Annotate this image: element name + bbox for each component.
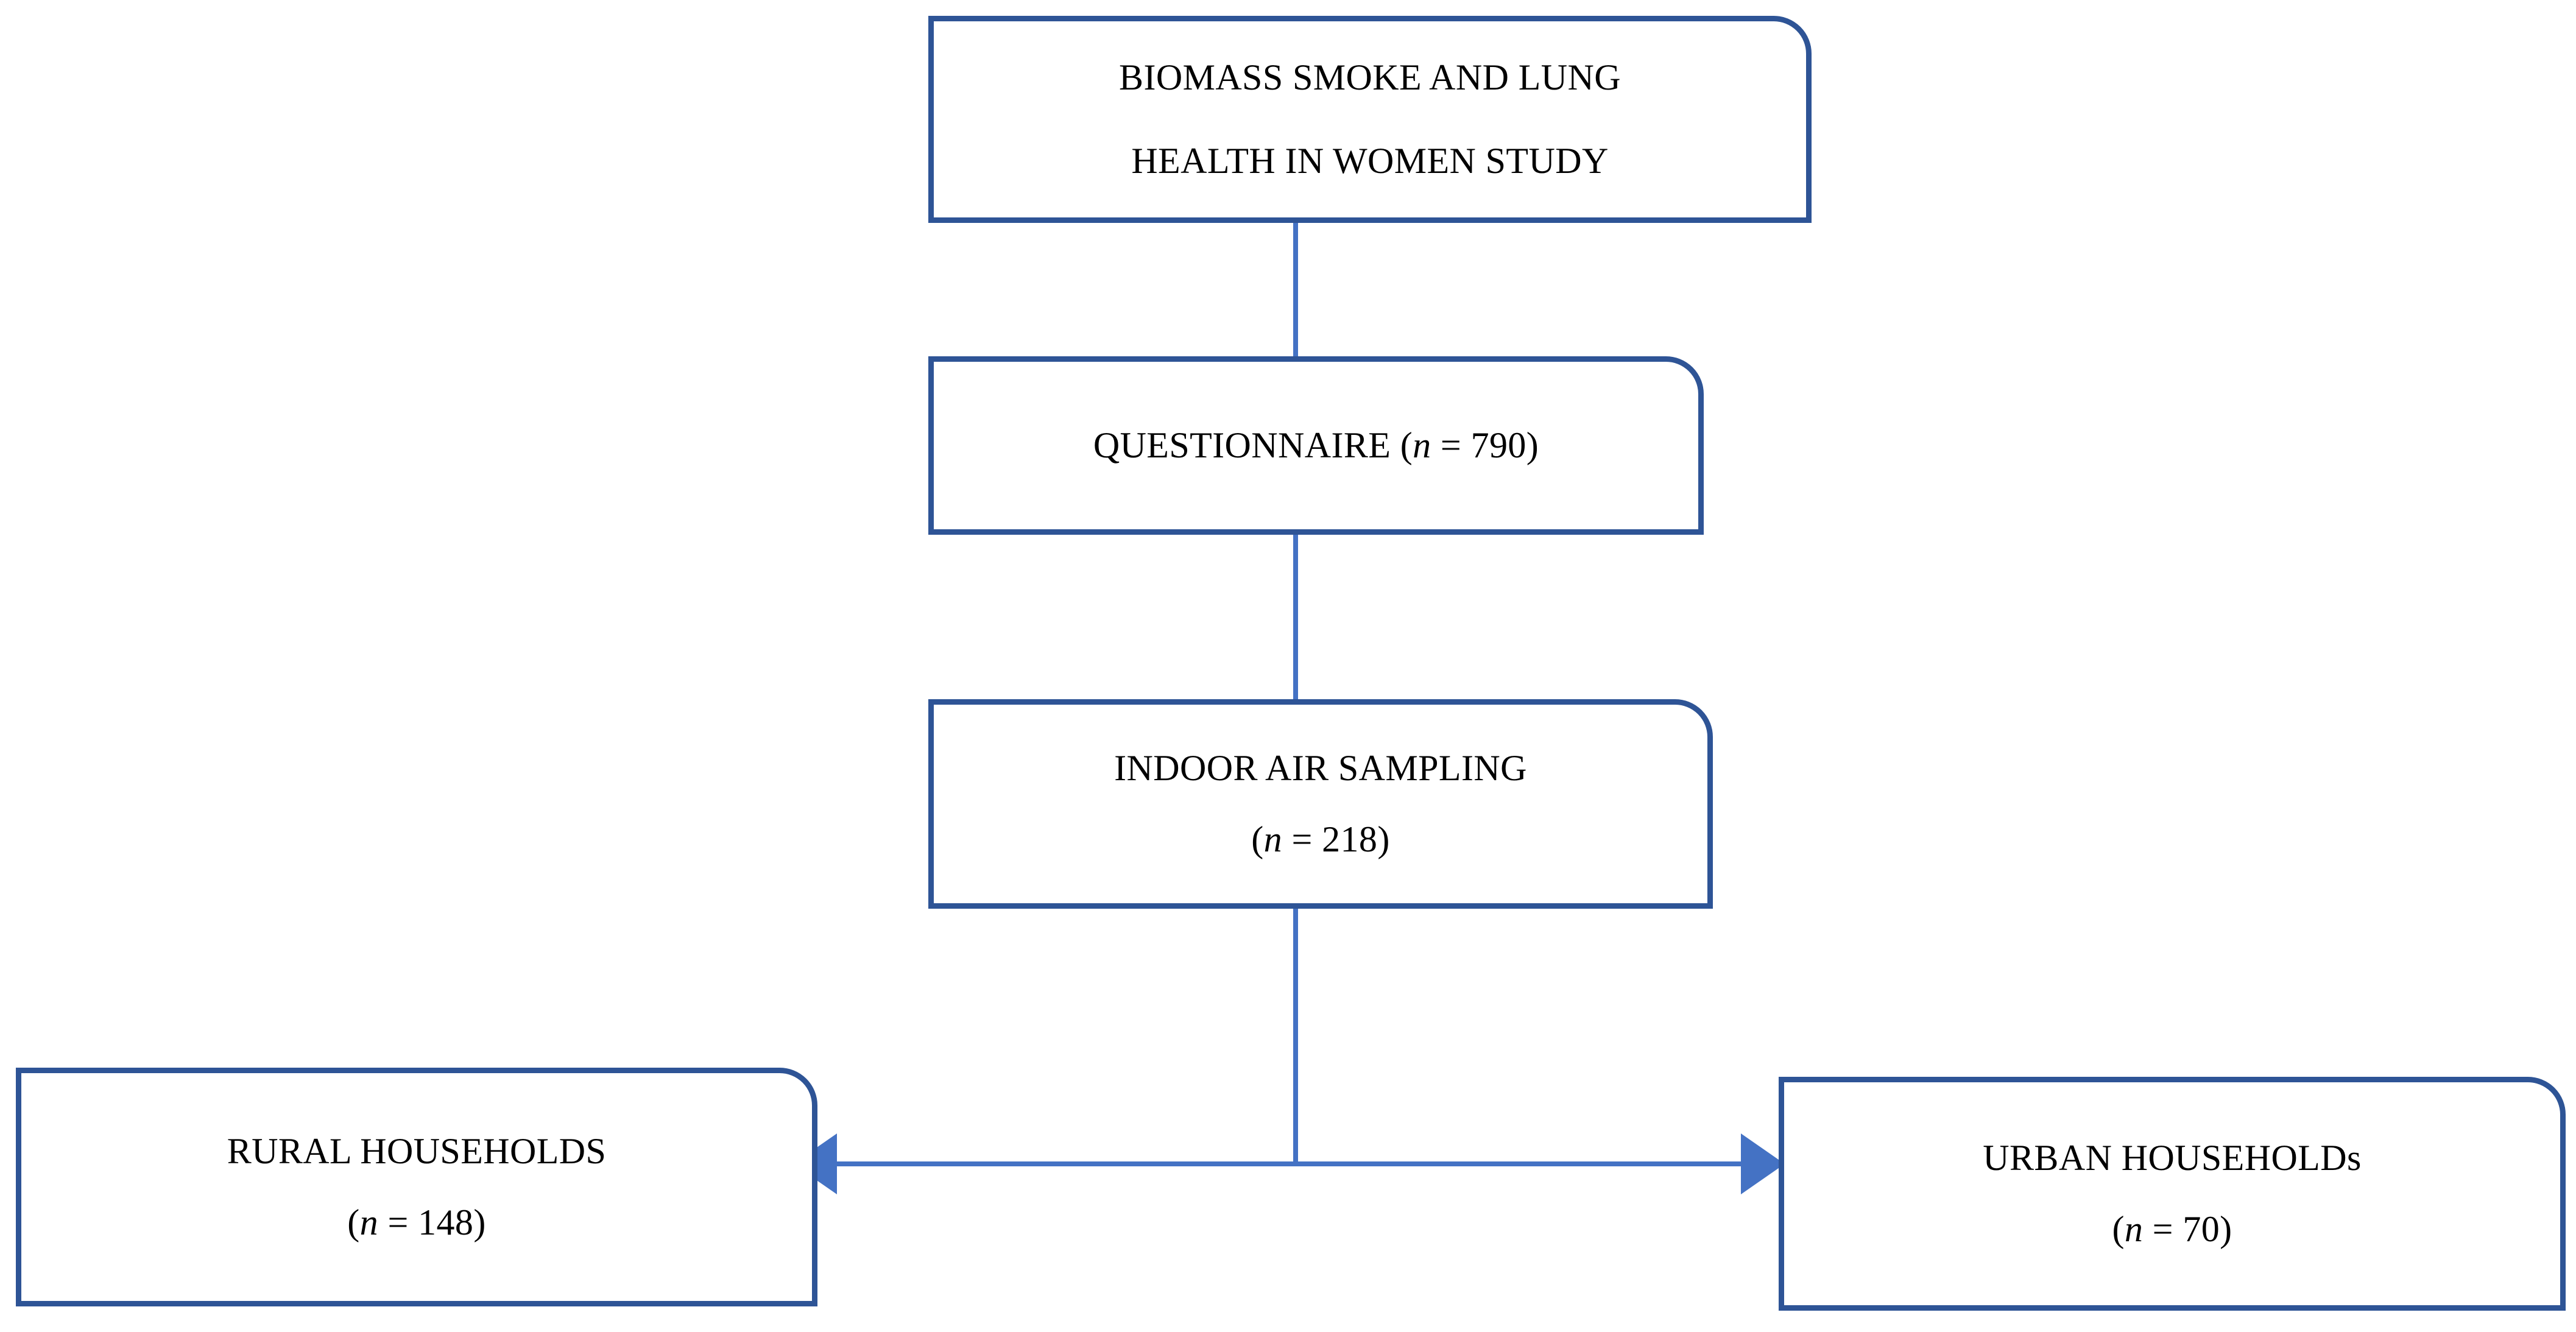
arrowhead-right-icon bbox=[1741, 1133, 1785, 1194]
rural-n-equals: = bbox=[378, 1202, 418, 1242]
urban-n-equals: = bbox=[2143, 1209, 2183, 1249]
urban-n-open: ( bbox=[2112, 1209, 2125, 1249]
sampling-n-equals: = bbox=[1282, 819, 1322, 859]
questionnaire-label-line: QUESTIONNAIRE (n = 790) bbox=[1093, 426, 1539, 465]
questionnaire-n-symbol: n bbox=[1413, 425, 1431, 465]
urban-label: URBAN HOUSEHOLDs bbox=[1983, 1138, 2362, 1178]
study-title-node: BIOMASS SMOKE AND LUNG HEALTH IN WOMEN S… bbox=[928, 16, 1812, 223]
questionnaire-n-open: ( bbox=[1391, 425, 1413, 465]
sampling-n-close: ) bbox=[1377, 819, 1390, 859]
connector-questionnaire-to-sampling bbox=[1293, 532, 1298, 702]
connector-split-to-rural bbox=[801, 1161, 1296, 1166]
study-title-line-2: HEALTH IN WOMEN STUDY bbox=[1131, 141, 1609, 181]
rural-n-line: (n = 148) bbox=[347, 1203, 485, 1242]
sampling-label: INDOOR AIR SAMPLING bbox=[1114, 748, 1527, 788]
rural-households-node: RURAL HOUSEHOLDS (n = 148) bbox=[16, 1068, 817, 1306]
questionnaire-label: QUESTIONNAIRE bbox=[1093, 425, 1391, 465]
urban-n-line: (n = 70) bbox=[2112, 1210, 2232, 1249]
sampling-n-symbol: n bbox=[1263, 819, 1283, 859]
connector-study-to-questionnaire bbox=[1293, 220, 1298, 359]
rural-n-value: 148 bbox=[418, 1202, 474, 1242]
connector-sampling-to-split bbox=[1293, 906, 1298, 1166]
urban-households-node: URBAN HOUSEHOLDs (n = 70) bbox=[1779, 1077, 2566, 1311]
urban-n-symbol: n bbox=[2124, 1209, 2144, 1249]
rural-n-close: ) bbox=[473, 1202, 486, 1242]
urban-n-close: ) bbox=[2220, 1209, 2232, 1249]
questionnaire-n-close: ) bbox=[1526, 425, 1539, 465]
sampling-n-line: (n = 218) bbox=[1251, 820, 1389, 859]
rural-n-symbol: n bbox=[359, 1202, 379, 1242]
study-title-line-1: BIOMASS SMOKE AND LUNG bbox=[1119, 57, 1621, 97]
questionnaire-n-value: 790 bbox=[1470, 425, 1526, 465]
indoor-air-sampling-node: INDOOR AIR SAMPLING (n = 218) bbox=[928, 699, 1713, 909]
questionnaire-n-equals: = bbox=[1431, 425, 1471, 465]
connector-split-to-urban bbox=[1293, 1161, 1784, 1166]
rural-label: RURAL HOUSEHOLDS bbox=[227, 1131, 607, 1171]
urban-n-value: 70 bbox=[2183, 1209, 2220, 1249]
questionnaire-node: QUESTIONNAIRE (n = 790) bbox=[928, 356, 1704, 535]
sampling-n-value: 218 bbox=[1322, 819, 1378, 859]
rural-n-open: ( bbox=[347, 1202, 360, 1242]
sampling-n-open: ( bbox=[1251, 819, 1264, 859]
